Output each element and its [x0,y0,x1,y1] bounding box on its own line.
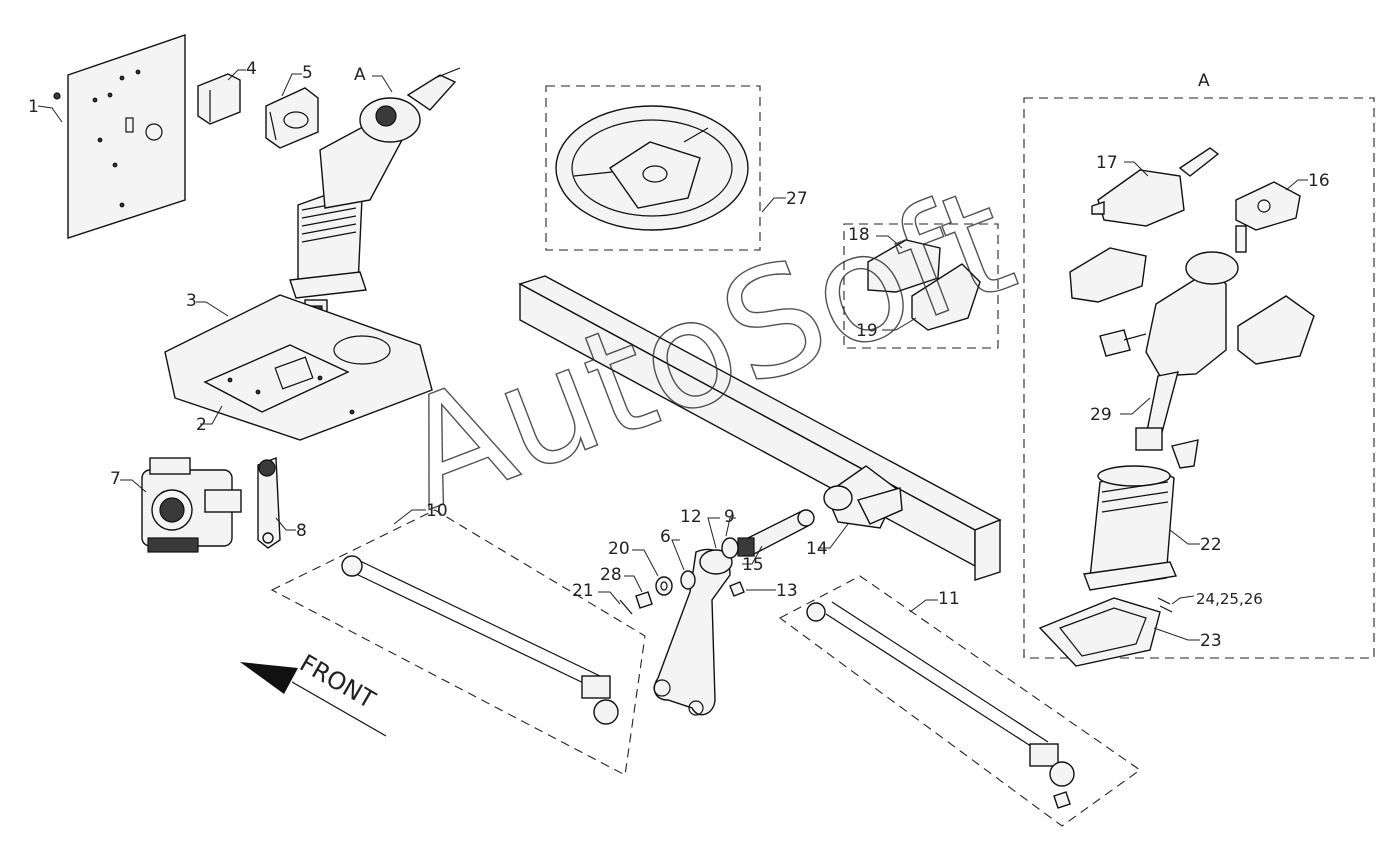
callout-14: 14 [806,539,828,559]
part-10-drag-link [270,509,646,776]
part-20-washer [655,576,673,596]
part-21-cotter-pin [619,599,633,615]
part-28-nut [635,591,653,609]
callout-12: 12 [680,507,702,527]
callout-19: 19 [856,321,878,341]
part-24-26-fasteners [1157,597,1173,613]
part-27-steering-wheel [545,85,761,251]
callout-10: 10 [426,501,448,521]
part-16-switch-bracket [1235,181,1301,231]
callout-5: 5 [302,63,313,83]
part-22-column-boot [1083,465,1177,591]
callout-4: 4 [246,59,257,79]
part-6-washer [680,570,696,590]
part-1-mounting-plate [53,34,186,239]
upper-column-shroud [1099,225,1247,377]
front-label: FRONT [295,649,380,714]
part-13-nut [729,581,745,597]
part-18-19-covers [843,223,999,349]
part-15-pivot-bolt [737,509,815,557]
callout-29: 29 [1090,405,1112,425]
front-indicator: FRONT [240,649,387,737]
detail-A-title: A [1198,71,1210,91]
callout-18: 18 [848,225,870,245]
part-17-combination-switch [1091,147,1220,227]
part-5-bracket [265,87,319,149]
callout-13: 13 [776,581,798,601]
callout-8: 8 [296,521,307,541]
part-29-column-shaft [1135,371,1179,451]
part-9-bushing [721,537,739,559]
part-8-pitman-arm [257,456,281,549]
callout-21: 21 [572,581,594,601]
callout-28: 28 [600,565,622,585]
part-11-tie-rod [778,575,1141,827]
callout-2: 2 [196,415,207,435]
callout-3: 3 [186,291,197,311]
part-12-idler-arm [653,548,733,716]
callout-1: 1 [28,97,39,117]
callout-16: 16 [1308,171,1330,191]
callout-20: 20 [608,539,630,559]
callout-24-25-26: 24,25,26 [1196,590,1263,608]
part-14-idler-bracket [823,465,903,529]
callout-27: 27 [786,189,808,209]
callout-6: 6 [660,527,671,547]
callout-9: 9 [724,507,735,527]
callout-A-main: A [354,65,366,85]
callout-11: 11 [938,589,960,609]
callout-23: 23 [1200,631,1222,651]
part-2-mounting-pad [203,344,355,415]
detail-A-panel: A 17 16 29 [1023,71,1375,667]
part-4-bracket [197,73,241,125]
part-23-boot-flange [1038,597,1161,667]
callout-7: 7 [110,469,121,489]
callout-22: 22 [1200,535,1222,555]
part-7-steering-gear [141,457,242,553]
callout-15: 15 [742,555,764,575]
callout-17: 17 [1096,153,1118,173]
